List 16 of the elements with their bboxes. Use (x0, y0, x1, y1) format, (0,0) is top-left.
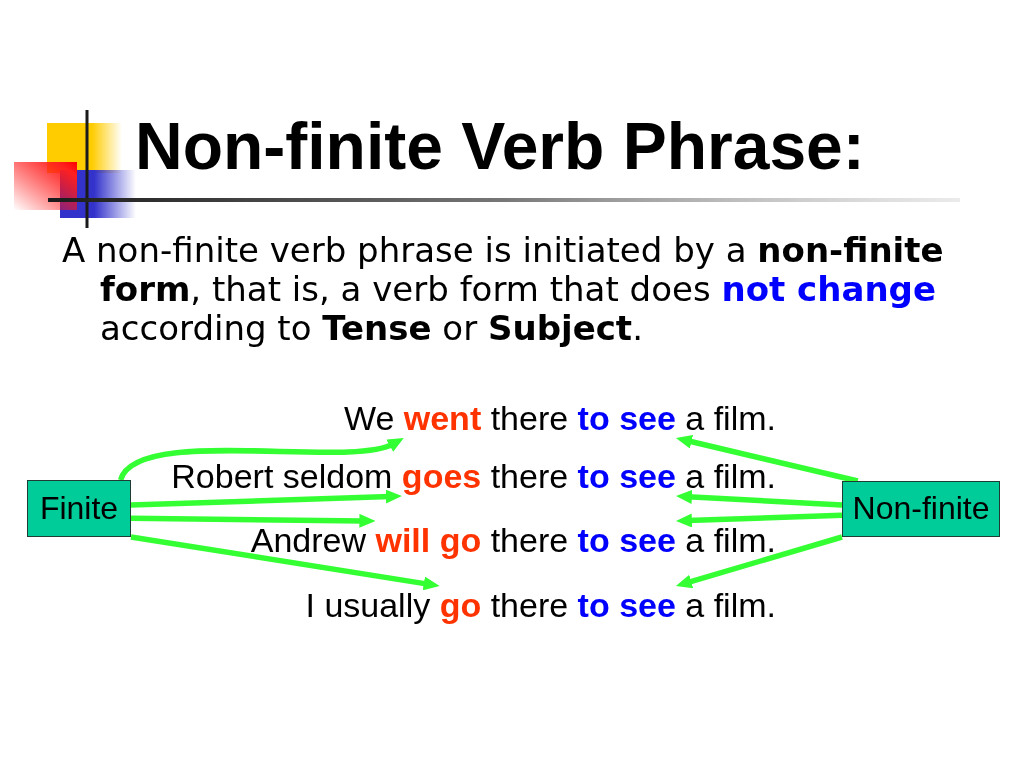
arrow (675, 512, 843, 528)
arrow (675, 434, 859, 484)
example-sentence: We went there to see a film. (343, 399, 776, 438)
example-sentence: I usually go there to see a film. (305, 586, 776, 625)
term-box: Finite (27, 480, 131, 537)
arrow (130, 534, 440, 591)
example-sentence: Andrew will go there to see a film. (250, 521, 776, 560)
arrow (675, 534, 843, 589)
arrow (675, 489, 843, 508)
term-box: Non-finite (842, 481, 1000, 537)
arrow (118, 438, 405, 482)
definition-text: A non-finite verb phrase is initiated by a non-finite form, that is, a verb form that does not change according to Tense or Subject. (62, 231, 945, 348)
slide-title: Non-finite Verb Phrase: (135, 109, 865, 185)
arrow (130, 489, 402, 508)
example-sentence: Robert seldom goes there to see a film. (171, 457, 776, 496)
arrow (130, 513, 376, 528)
